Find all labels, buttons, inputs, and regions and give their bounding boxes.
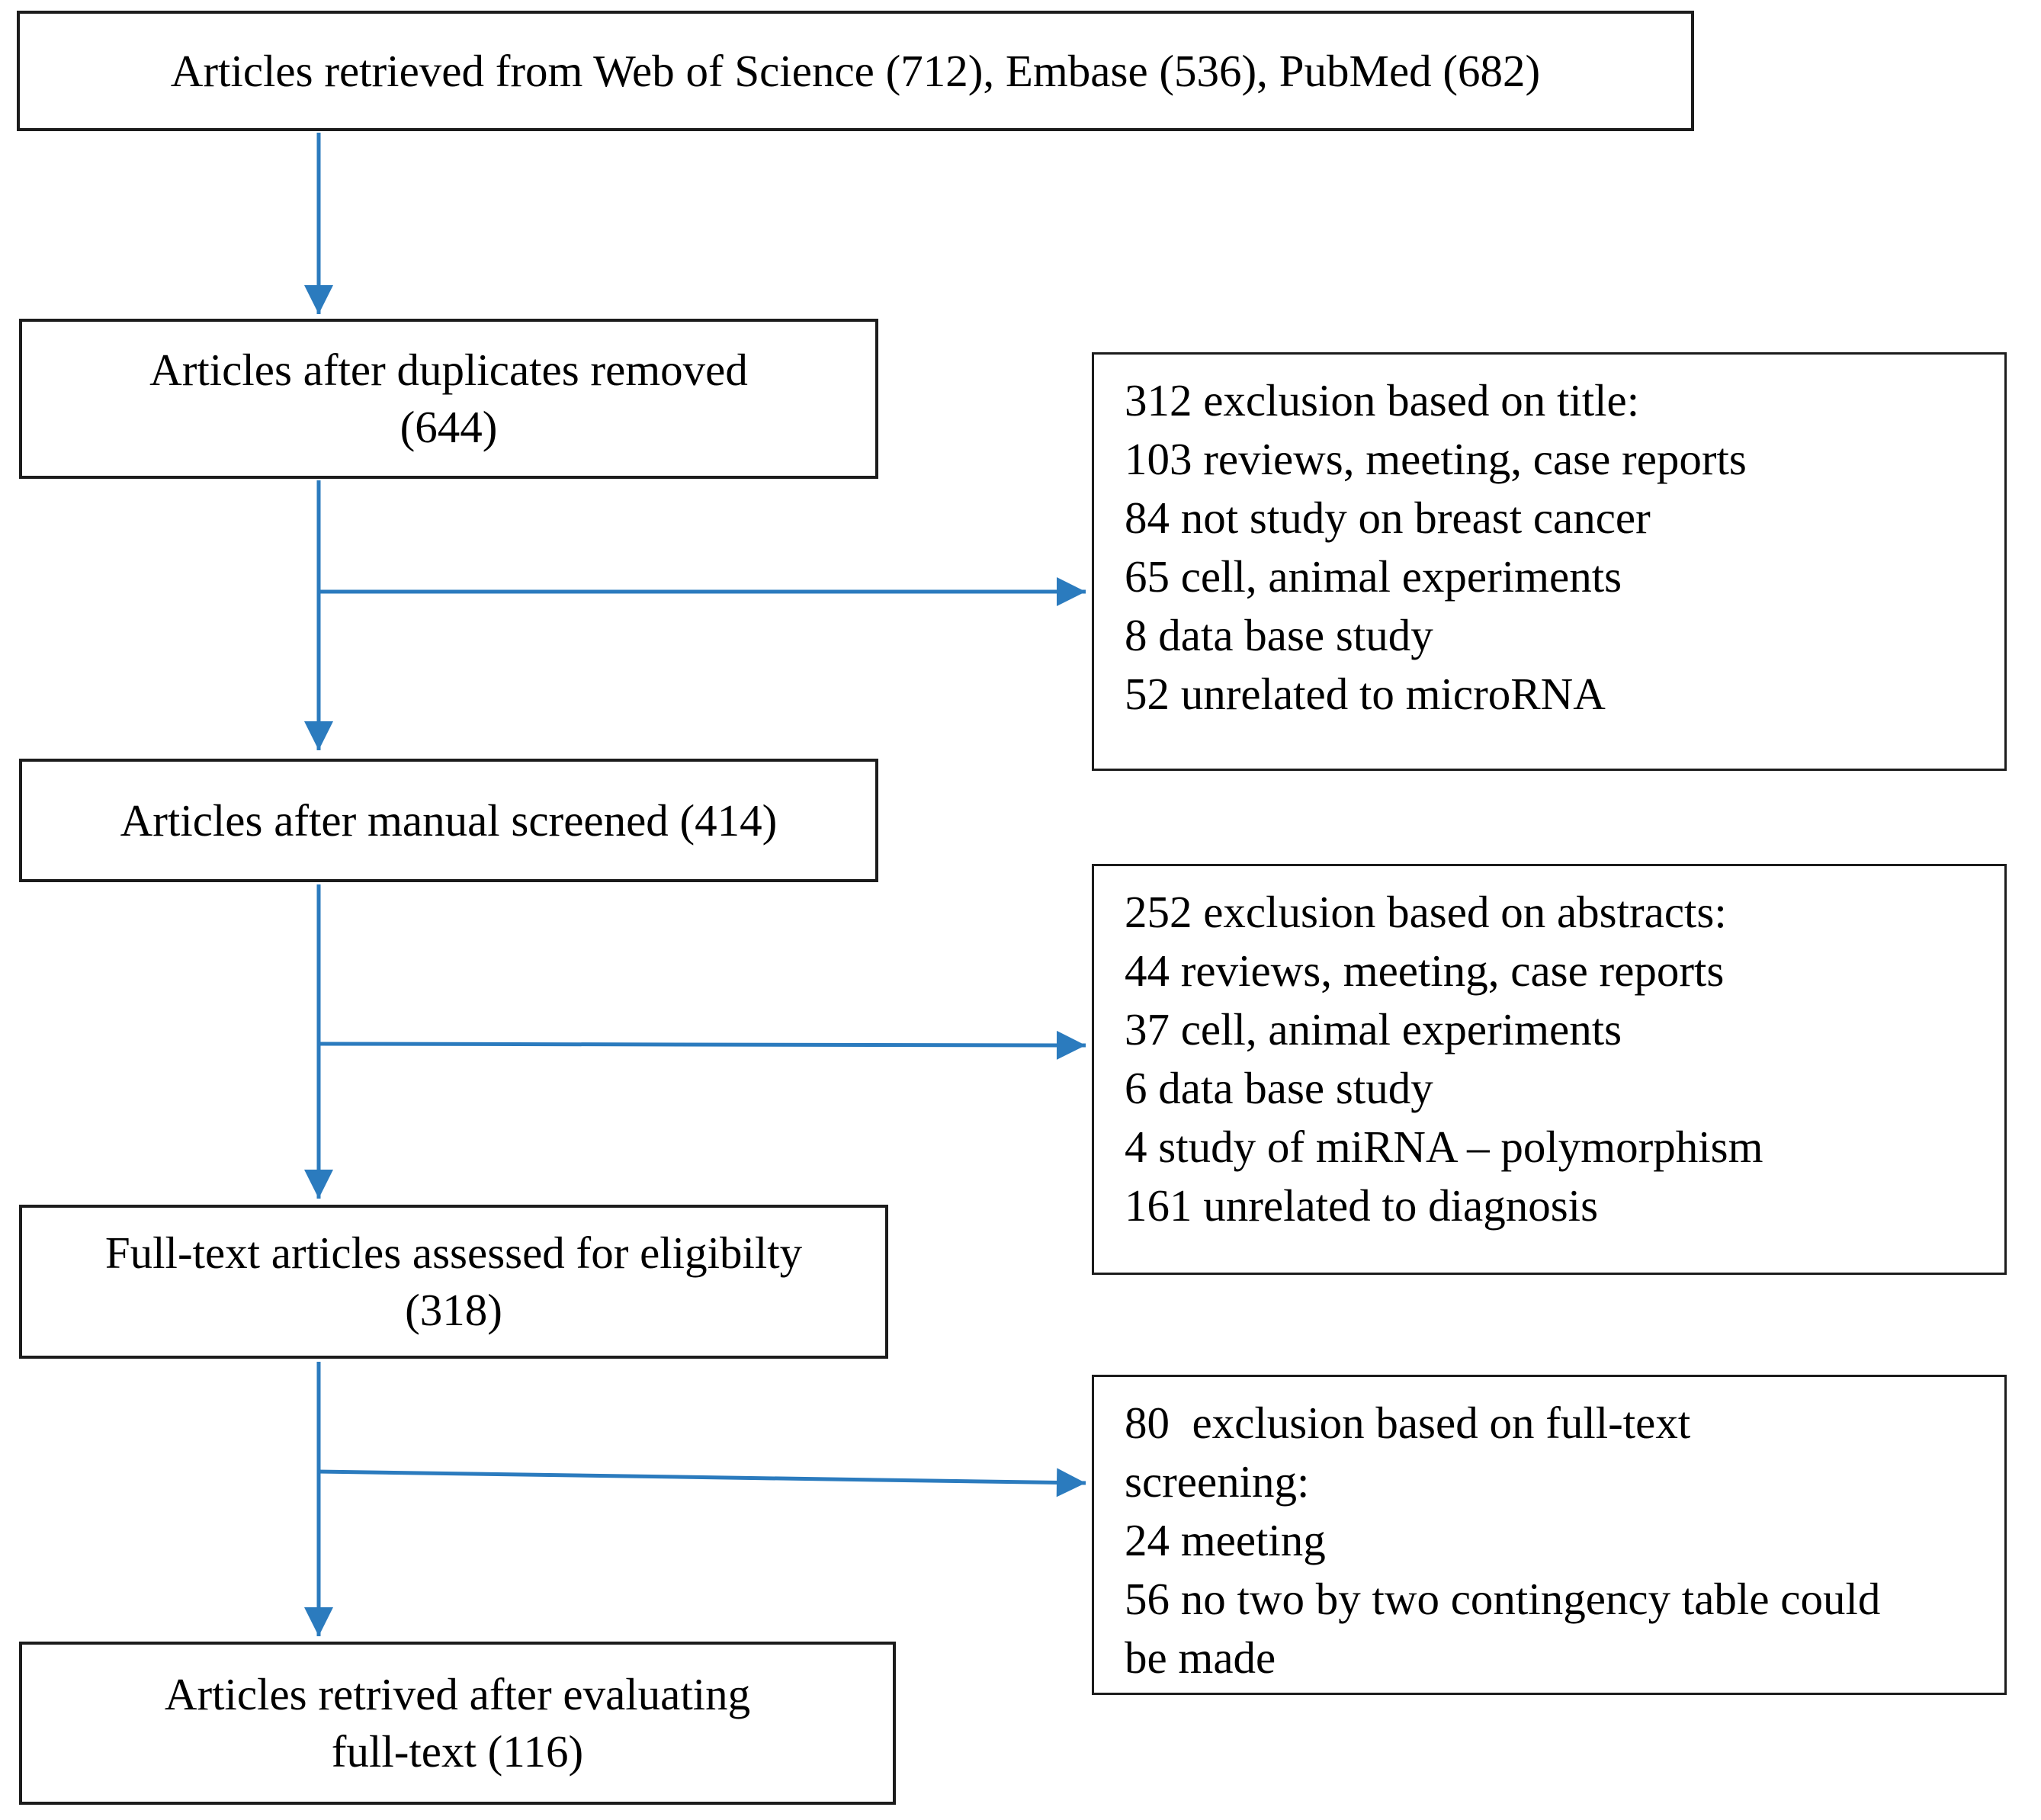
- arrow-branch-abstract-exclusion: [316, 1030, 1086, 1060]
- box-exclusion-title-screen: 312 exclusion based on title: 103 review…: [1092, 352, 2007, 771]
- box-manual-screened: Articles after manual screened (414): [19, 759, 878, 882]
- exclusion-title-line: 8 data base study: [1125, 610, 1433, 660]
- box-fulltext-assessed: Full-text articles assessed for eligibil…: [19, 1205, 888, 1359]
- exclusion-abstract-line: 37 cell, animal experiments: [1125, 1004, 1622, 1054]
- exclusion-fulltext-line: screening:: [1125, 1456, 1310, 1507]
- box-duplicates-removed-text: Articles after duplicates removed: [149, 345, 748, 395]
- exclusion-abstract-line: 4 study of miRNA – polymorphism: [1125, 1122, 1763, 1172]
- exclusion-title-line: 52 unrelated to microRNA: [1125, 669, 1606, 719]
- exclusion-fulltext-line: 56 no two by two contingency table could: [1125, 1574, 1881, 1624]
- exclusion-title-line: 65 cell, animal experiments: [1125, 551, 1622, 602]
- exclusion-abstract-line: 252 exclusion based on abstracts:: [1125, 887, 1727, 937]
- exclusion-fulltext-line: be made: [1125, 1632, 1276, 1683]
- box-manual-screened-text: Articles after manual screened (414): [120, 794, 778, 846]
- exclusion-title-line: 84 not study on breast cancer: [1125, 493, 1651, 543]
- exclusion-title-line: 312 exclusion based on title:: [1125, 375, 1640, 425]
- exclusion-abstract-line: 6 data base study: [1125, 1063, 1433, 1113]
- box-exclusion-abstract-screen: 252 exclusion based on abstracts: 44 rev…: [1092, 864, 2007, 1275]
- exclusion-fulltext-line: 24 meeting: [1125, 1515, 1326, 1565]
- arrow-branch-fulltext-exclusion: [316, 1468, 1086, 1497]
- exclusion-fulltext-line: 80 exclusion based on full-text: [1125, 1398, 1691, 1448]
- box-fulltext-assessed-text: Full-text articles assessed for eligibil…: [104, 1228, 803, 1278]
- exclusion-abstract-line: 44 reviews, meeting, case reports: [1125, 945, 1725, 996]
- box-exclusion-fulltext-screen: 80 exclusion based on full-text screenin…: [1092, 1375, 2007, 1695]
- box-final-text: Articles retrived after evaluating: [164, 1669, 751, 1719]
- box-articles-retrieved-final: Articles retrived after evaluating full-…: [19, 1642, 896, 1805]
- box-fulltext-assessed-count: (318): [405, 1285, 502, 1335]
- exclusion-title-line: 103 reviews, meeting, case reports: [1125, 434, 1747, 484]
- box-duplicates-removed-count: (644): [400, 402, 498, 452]
- exclusion-abstract-line: 161 unrelated to diagnosis: [1125, 1180, 1599, 1231]
- box-final-count: full-text (116): [331, 1726, 584, 1777]
- box-articles-retrieved: Articles retrieved from Web of Science (…: [17, 11, 1694, 131]
- box-articles-retrieved-text: Articles retrieved from Web of Science (…: [170, 45, 1541, 96]
- box-duplicates-removed: Articles after duplicates removed (644): [19, 319, 878, 479]
